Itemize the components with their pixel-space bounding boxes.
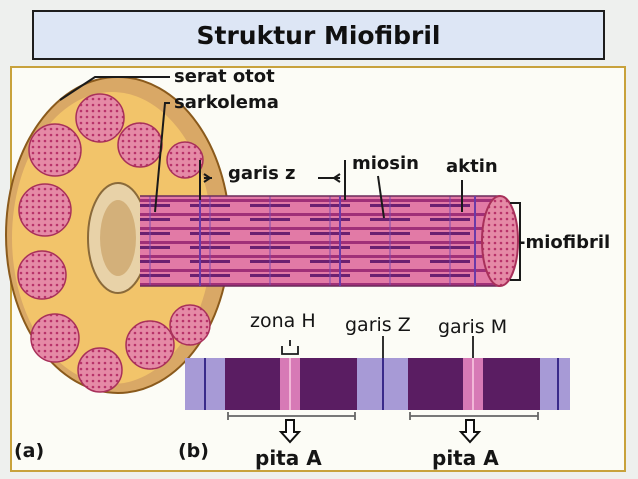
label-miofibril: -miofibril <box>518 232 611 253</box>
miofibril-bracket <box>510 202 521 281</box>
sarcolemma-inner <box>100 200 136 276</box>
band-leader-lines <box>227 336 539 420</box>
label-serat-otot: serat otot <box>174 66 275 87</box>
page-title: Struktur Miofibril <box>196 20 441 50</box>
myofibril-cross-section <box>117 122 163 168</box>
myofibril-body <box>140 196 500 286</box>
myofibril-cross-section <box>125 320 175 370</box>
myofibril-end <box>481 195 519 287</box>
label-pita-a-right: pita A <box>432 446 499 470</box>
down-arrow-icon <box>458 419 482 444</box>
label-aktin: aktin <box>446 156 498 177</box>
myofibril-cross-section <box>18 183 72 237</box>
myofibril-cross-section <box>75 93 125 143</box>
leader-serat-otot <box>59 76 170 101</box>
myofibril-cross-section <box>17 250 67 300</box>
myofibril-cross-section <box>169 304 211 346</box>
myofibril-cylinder <box>140 195 519 287</box>
pita-arrows <box>278 419 482 444</box>
label-pita-a-left: pita A <box>255 446 322 470</box>
myofibril-cross-section <box>166 141 204 179</box>
label-garis-z-bottom: garis Z <box>345 314 411 336</box>
sarcomere-band <box>185 358 570 410</box>
leader-sarkolema <box>154 102 170 213</box>
myofibril-cross-section <box>30 313 80 363</box>
myofibril-cross-section <box>28 123 82 177</box>
label-zona-h: zona H <box>250 310 316 332</box>
label-garis-m: garis M <box>438 316 508 338</box>
label-sarkolema: sarkolema <box>174 92 279 113</box>
label-garis-z-top: garis z <box>228 163 296 184</box>
label-miosin: miosin <box>352 153 419 174</box>
pita-a-ticks <box>227 412 539 420</box>
garis-z-arrow-left <box>203 173 212 183</box>
leader-lines <box>59 76 521 281</box>
leader-miosin <box>377 175 385 219</box>
zona-h-bracket <box>281 340 299 355</box>
myofibril-cross-section <box>77 347 123 393</box>
title-box: Struktur Miofibril <box>32 10 605 60</box>
label-panel-a: (a) <box>14 440 45 462</box>
label-panel-b: (b) <box>178 440 209 462</box>
garis-z-arrow-right <box>332 173 341 183</box>
down-arrow-icon <box>278 419 302 444</box>
muscle-fiber-bundle <box>5 76 231 394</box>
